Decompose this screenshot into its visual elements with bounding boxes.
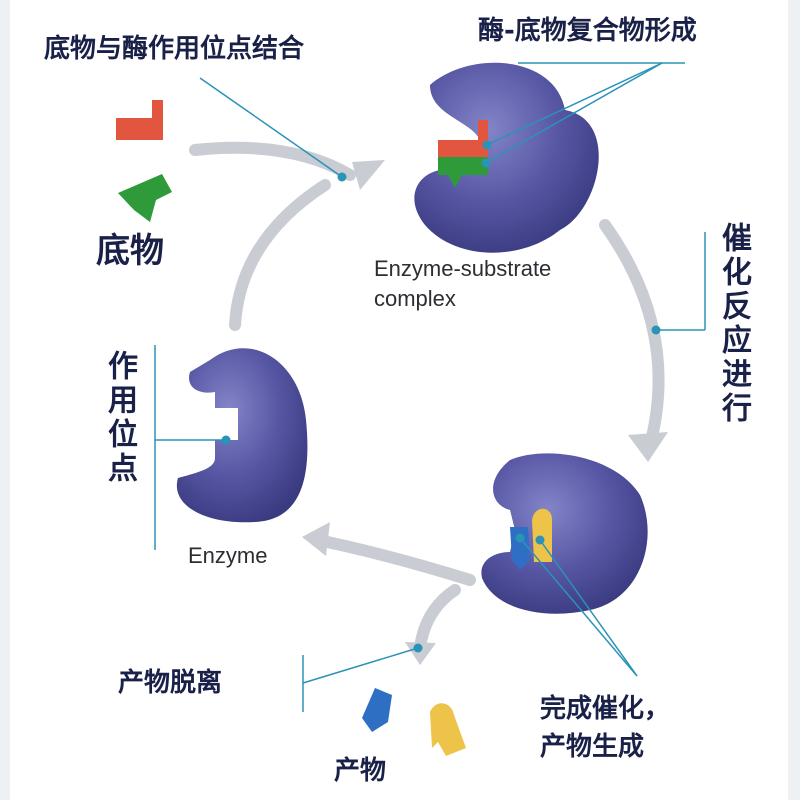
es-enzyme-shape xyxy=(414,62,599,253)
green-substrate xyxy=(118,174,172,222)
free-enzyme xyxy=(176,348,308,523)
es-green-substrate xyxy=(438,157,488,188)
label-catalysis-done-1: 完成催化， xyxy=(540,694,671,724)
es-red-substrate xyxy=(438,120,488,157)
label-catalysis: 催化反应进行 xyxy=(716,222,751,426)
arrow-product-release xyxy=(414,584,461,654)
leader-done-1 xyxy=(519,537,638,677)
leader-lines xyxy=(154,62,706,712)
arrowhead-release xyxy=(405,642,436,665)
pc-enzyme-shape xyxy=(481,453,648,614)
label-catalysis-done-2: 产物生成 xyxy=(540,732,645,762)
label-active-site: 作用位点 xyxy=(102,350,137,486)
pc-blue-product xyxy=(510,527,530,570)
leader-dots xyxy=(221,140,661,653)
label-es-complex-en: Enzyme-substrate xyxy=(374,256,552,281)
product-complex xyxy=(481,453,648,614)
free-substrates xyxy=(116,100,172,222)
pc-yellow-product xyxy=(532,508,552,562)
leader-es-2 xyxy=(485,62,663,164)
label-products: 产物 xyxy=(334,756,387,786)
label-substrate: 底物 xyxy=(96,231,164,271)
leader-done-2 xyxy=(539,539,638,677)
free-products xyxy=(362,688,466,756)
label-es-complex-en-2: complex xyxy=(374,286,456,311)
arrowhead-catalysis xyxy=(628,432,668,462)
arrow-catalysis-to-enzyme xyxy=(312,534,476,586)
enzyme-shape xyxy=(176,348,308,523)
leader-es-1 xyxy=(486,62,663,146)
arrow-enzyme-to-substrate xyxy=(229,179,331,331)
arrow-substrate-to-complex xyxy=(189,141,356,181)
arrowhead-enzyme xyxy=(302,522,330,556)
leader-binding xyxy=(199,77,343,178)
blue-product xyxy=(362,688,392,732)
arrow-heads xyxy=(302,160,668,665)
label-substrate-binding: 底物与酶作用位点结合 xyxy=(44,34,305,64)
arrowhead-complex xyxy=(352,160,385,190)
label-es-complex-formation: 酶-底物复合物形成 xyxy=(478,16,697,46)
red-substrate xyxy=(116,100,163,140)
label-enzyme-en: Enzyme xyxy=(188,543,268,568)
leader-product-h xyxy=(302,647,419,684)
arrow-complex-to-catalysis xyxy=(599,219,665,451)
yellow-product xyxy=(430,703,466,756)
es-complex xyxy=(414,62,599,253)
label-product-release: 产物脱离 xyxy=(118,668,223,698)
